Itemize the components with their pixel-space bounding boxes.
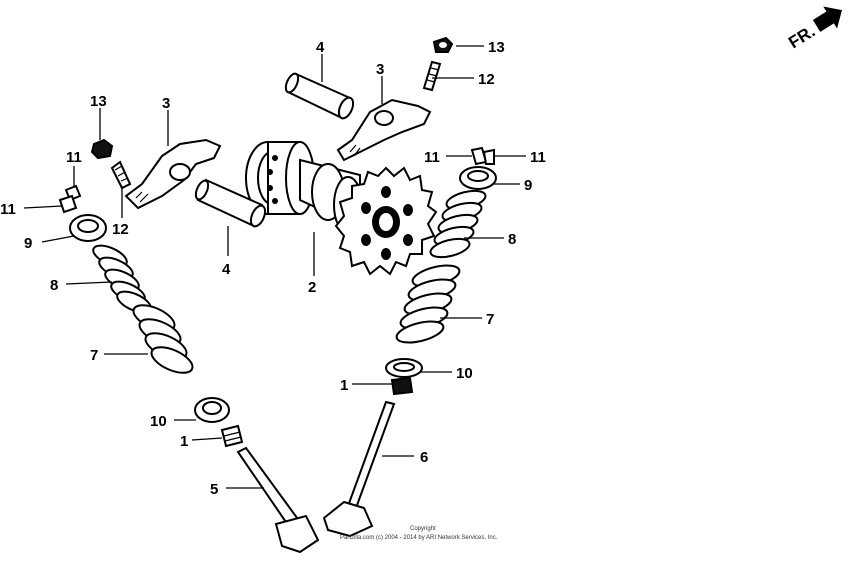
front-direction-indicator: FR. [785, 6, 842, 53]
copyright-line-2: Partzilla.com (c) 2004 - 2014 by ARI Net… [340, 535, 498, 541]
intake-valve [236, 446, 320, 554]
spring-seat-left [194, 397, 230, 423]
inner-spring-left [132, 304, 194, 374]
callout-6: 6 [420, 449, 428, 466]
callout-11-right-right: 11 [530, 149, 546, 166]
adjusting-screw-left [110, 160, 132, 190]
front-arrow-icon [812, 6, 842, 32]
exhaust-valve [322, 400, 396, 538]
copyright-line-1: Copyright [410, 526, 436, 532]
rocker-shaft-upper [284, 72, 355, 120]
callout-11-left-upper: 11 [66, 149, 82, 166]
lock-nut-left [90, 138, 114, 160]
inner-spring-right [395, 264, 461, 344]
callout-9-left: 9 [24, 235, 32, 252]
outer-spring-left [92, 244, 152, 314]
stem-seal-right [390, 376, 414, 396]
callout-4-upper: 4 [316, 39, 325, 56]
cam-sprocket [334, 166, 438, 276]
callout-3-left: 3 [162, 95, 170, 112]
callout-12-left: 12 [112, 221, 129, 238]
stem-seal-left [220, 424, 244, 448]
rocker-shaft-lower [194, 178, 267, 228]
callout-10-left: 10 [150, 413, 167, 430]
spring-retainer-left [69, 214, 107, 242]
valve-cotters-left [58, 184, 82, 214]
callout-8-left: 8 [50, 277, 58, 294]
callout-11-left-lower: 11 [0, 201, 16, 218]
callout-7-left: 7 [90, 347, 98, 364]
callout-10-right: 10 [456, 365, 473, 382]
callout-1-right: 1 [340, 377, 348, 394]
callout-7-right: 7 [486, 311, 494, 328]
callout-5: 5 [210, 481, 218, 498]
spring-retainer-right [459, 166, 497, 190]
fr-label: FR. [785, 22, 818, 53]
outer-spring-right [429, 189, 487, 259]
leader-lines [23, 45, 526, 489]
rocker-arm-right [336, 98, 432, 162]
spring-seat-right [385, 358, 423, 378]
valve-cotters-right [470, 146, 495, 166]
callout-12-right: 12 [478, 71, 495, 88]
callout-4-lower: 4 [222, 261, 231, 278]
callout-3-right: 3 [376, 61, 384, 78]
callout-11-right-left: 11 [424, 149, 440, 166]
callout-13-left: 13 [90, 93, 107, 110]
camshaft [245, 141, 438, 276]
callout-8-right: 8 [508, 231, 516, 248]
callout-1-left: 1 [180, 433, 188, 450]
rocker-arm-left [124, 138, 222, 210]
callout-13-right: 13 [488, 39, 505, 56]
callout-numbers: 4 3 13 12 13 3 11 11 12 9 8 7 4 2 11 11 … [0, 39, 546, 498]
callout-9-right: 9 [524, 177, 532, 194]
lock-nut-right [432, 36, 454, 53]
copyright-notice: Copyright Partzilla.com (c) 2004 - 2014 … [340, 526, 498, 541]
adjusting-screw-right [422, 60, 442, 92]
callout-2: 2 [308, 279, 316, 296]
